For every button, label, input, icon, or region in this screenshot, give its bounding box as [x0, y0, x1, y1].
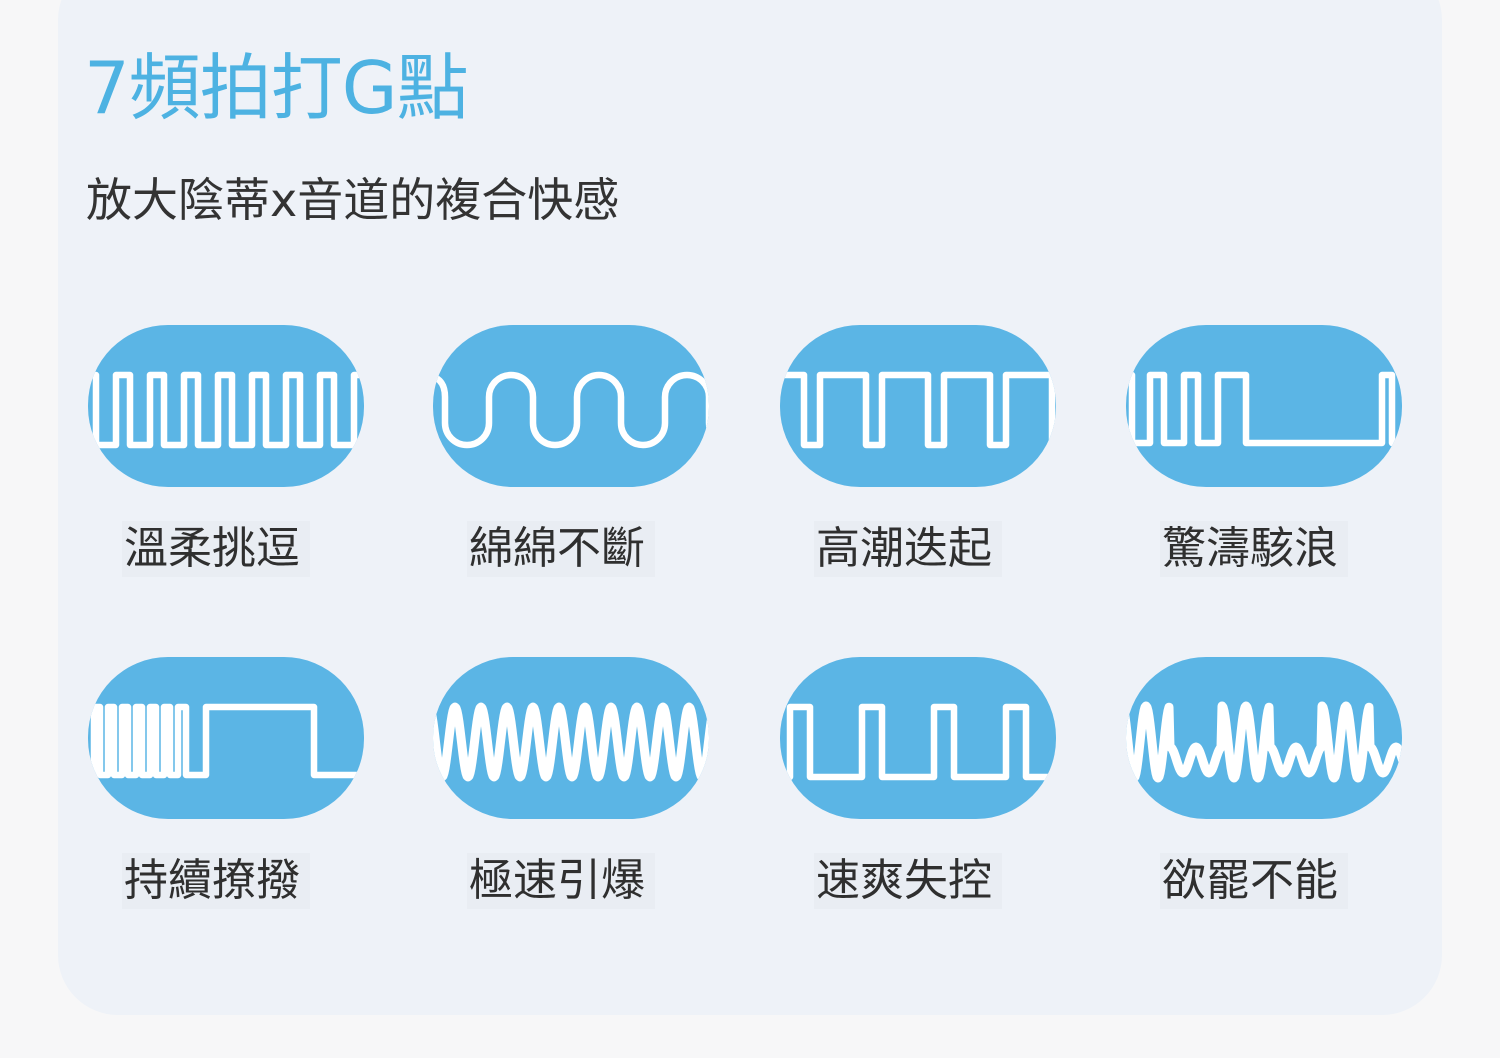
mode-label: 高潮迭起 — [814, 521, 1002, 577]
mode-item: 速爽失控 — [780, 657, 1056, 909]
badge-background — [88, 657, 364, 819]
mode-label: 驚濤駭浪 — [1160, 521, 1348, 577]
badge-background — [1126, 325, 1402, 487]
waveform-line — [1126, 371, 1402, 447]
mode-label: 溫柔挑逗 — [122, 521, 310, 577]
badge-background — [780, 325, 1056, 487]
dense-sine-wave-icon — [433, 657, 709, 819]
feature-card — [58, 0, 1442, 1015]
waveform-line — [780, 703, 1056, 781]
pulse-then-pause-wave-icon — [1126, 325, 1402, 487]
burst-then-hold-wave-icon — [88, 657, 364, 819]
mode-item: 持續撩撥 — [88, 657, 364, 909]
mode-label: 速爽失控 — [814, 853, 1002, 909]
mode-label: 持續撩撥 — [122, 853, 310, 909]
wide-bottom-square-wave-icon — [780, 657, 1056, 819]
page-title: 7頻拍打G點 — [84, 46, 469, 130]
mode-item: 欲罷不能 — [1126, 657, 1402, 909]
mode-item: 綿綿不斷 — [433, 325, 709, 577]
mode-label: 綿綿不斷 — [467, 521, 655, 577]
mode-item: 高潮迭起 — [780, 325, 1056, 577]
narrow-square-wave-icon — [88, 325, 364, 487]
waveform-line — [433, 702, 709, 782]
waveform-line — [780, 371, 1056, 449]
mode-label: 欲罷不能 — [1160, 853, 1348, 909]
waveform-line — [88, 371, 364, 449]
wide-top-square-wave-icon — [780, 325, 1056, 487]
rounded-wave-icon — [433, 325, 709, 487]
badge-background — [433, 657, 709, 819]
mixed-amplitude-wave-icon — [1126, 657, 1402, 819]
badge-background — [88, 325, 364, 487]
waveform-line — [1126, 701, 1402, 783]
mode-item: 極速引爆 — [433, 657, 709, 909]
mode-item: 溫柔挑逗 — [88, 325, 364, 577]
mode-item: 驚濤駭浪 — [1126, 325, 1402, 577]
waveform-line — [433, 371, 709, 449]
waveform-line — [88, 703, 364, 779]
mode-label: 極速引爆 — [467, 853, 655, 909]
page-subtitle: 放大陰蒂x音道的複合快感 — [86, 173, 620, 227]
badge-background — [780, 657, 1056, 819]
